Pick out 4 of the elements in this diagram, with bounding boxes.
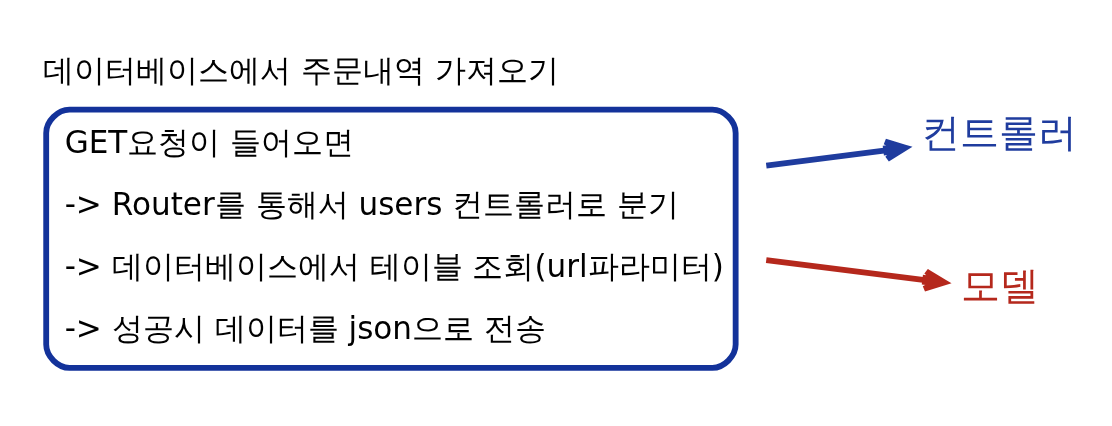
node-text: 모델 <box>960 262 1039 308</box>
node-text: 컨트롤러 <box>921 109 1078 155</box>
node-box: GET요청이 들어오면 -> Router를 통해서 users 컨트롤러로 분기 -> 데이터베이스에서 테이블 조회(url파라미터) -> 성공시 데이터를 json으로 전송 <box>43 106 739 371</box>
node-label: 데이터베이스에서 주문내역 가져오기 <box>43 51 560 88</box>
